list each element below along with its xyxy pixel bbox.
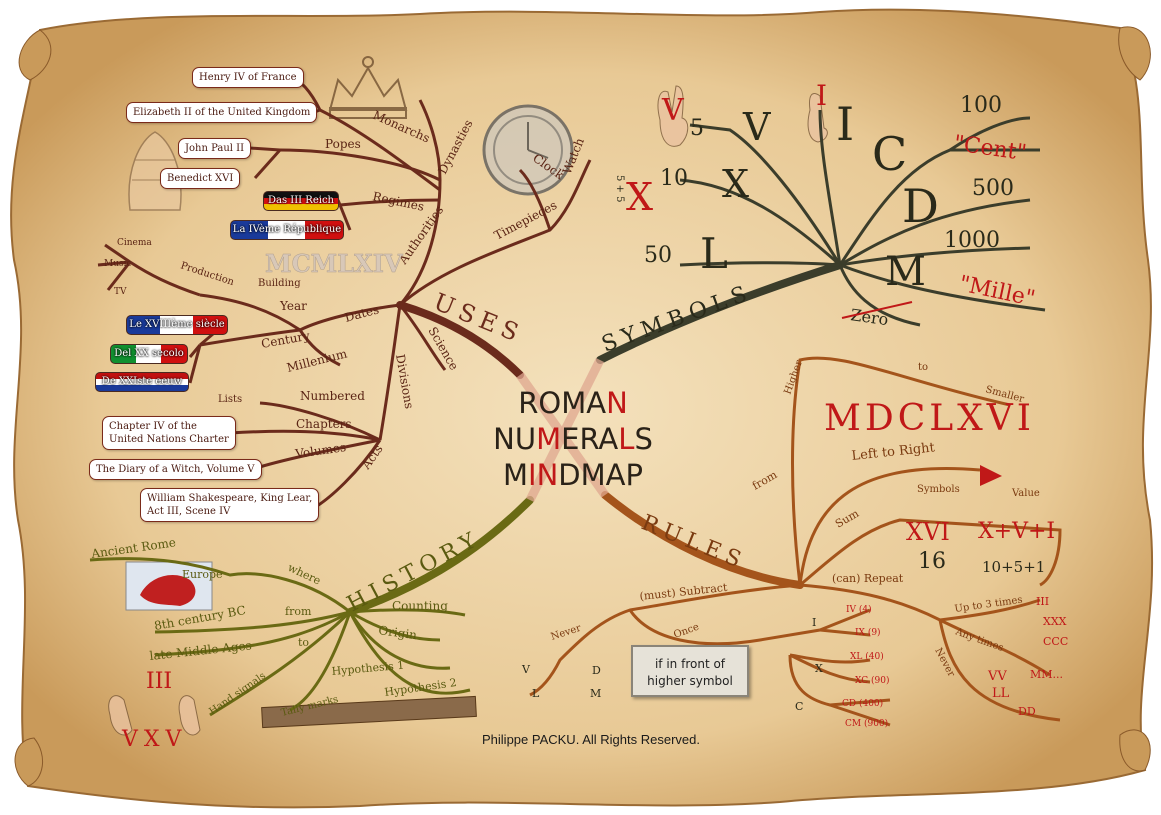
rules-trunk bbox=[601, 491, 804, 589]
symbols-branches bbox=[679, 109, 1046, 327]
symbols-trunk bbox=[596, 261, 844, 364]
copyright-notice: Philippe PACKU. All Rights Reserved. bbox=[482, 732, 700, 747]
un-charter-line-2: United Nations Charter bbox=[109, 434, 229, 445]
le-xviiieme-siecle-flag: Le XVIIIème siècle bbox=[126, 315, 228, 335]
scroll-curl-bottom-right bbox=[1119, 729, 1151, 772]
europe-map-icon bbox=[125, 561, 213, 611]
un-charter-box: Chapter IV of the United Nations Charter bbox=[102, 416, 236, 450]
henry-iv-box: Henry IV of France bbox=[192, 67, 304, 88]
hand-sign-icon bbox=[108, 85, 828, 736]
king-lear-line-2: Act III, Scene IV bbox=[147, 506, 231, 517]
benedict-xvi-box: Benedict XVI bbox=[160, 168, 241, 189]
note-line-2: higher symbol bbox=[647, 674, 733, 688]
john-paul-ii-box: John Paul II bbox=[178, 138, 252, 159]
clock-icon bbox=[482, 104, 574, 196]
history-branches bbox=[89, 557, 471, 717]
das-iii-reich-flag: Das III Reich bbox=[263, 191, 339, 211]
king-lear-box: William Shakespeare, King Lear, Act III,… bbox=[140, 488, 320, 522]
title-line-1: ROMAN bbox=[518, 386, 628, 420]
uses-trunk bbox=[396, 301, 524, 379]
diary-of-a-witch-box: The Diary of a Witch, Volume V bbox=[89, 459, 262, 480]
title-line-3: MINDMAP bbox=[502, 458, 643, 492]
del-xx-secolo-flag: Del XX secolo bbox=[110, 344, 188, 364]
la-iveme-republique-flag: La IVème République bbox=[230, 220, 344, 240]
rules-branches bbox=[529, 356, 1062, 727]
elizabeth-ii-box: Elizabeth II of the United Kingdom bbox=[126, 102, 318, 123]
subtract-note-plate: if in front of higher symbol bbox=[631, 645, 749, 697]
history-trunk bbox=[346, 496, 534, 616]
scroll-curl-bottom-left bbox=[14, 737, 44, 787]
de-xxiste-eeuw-flag: De XXIste eeuw bbox=[95, 372, 189, 392]
scroll-curl-top-left bbox=[18, 29, 52, 81]
mindmap-title: ROMAN NUMERALS MINDMAP bbox=[478, 385, 668, 493]
crown-icon bbox=[328, 56, 408, 119]
note-line-1: if in front of bbox=[654, 657, 726, 671]
uses-branches bbox=[97, 76, 592, 512]
title-line-2: NUMERALS bbox=[493, 422, 653, 456]
tally-stick-icon bbox=[261, 695, 477, 729]
un-charter-line-1: Chapter IV of the bbox=[109, 421, 197, 432]
king-lear-line-1: William Shakespeare, King Lear, bbox=[147, 493, 313, 504]
scroll-curl-top-right bbox=[1118, 26, 1151, 81]
center-cross-2 bbox=[525, 357, 605, 503]
